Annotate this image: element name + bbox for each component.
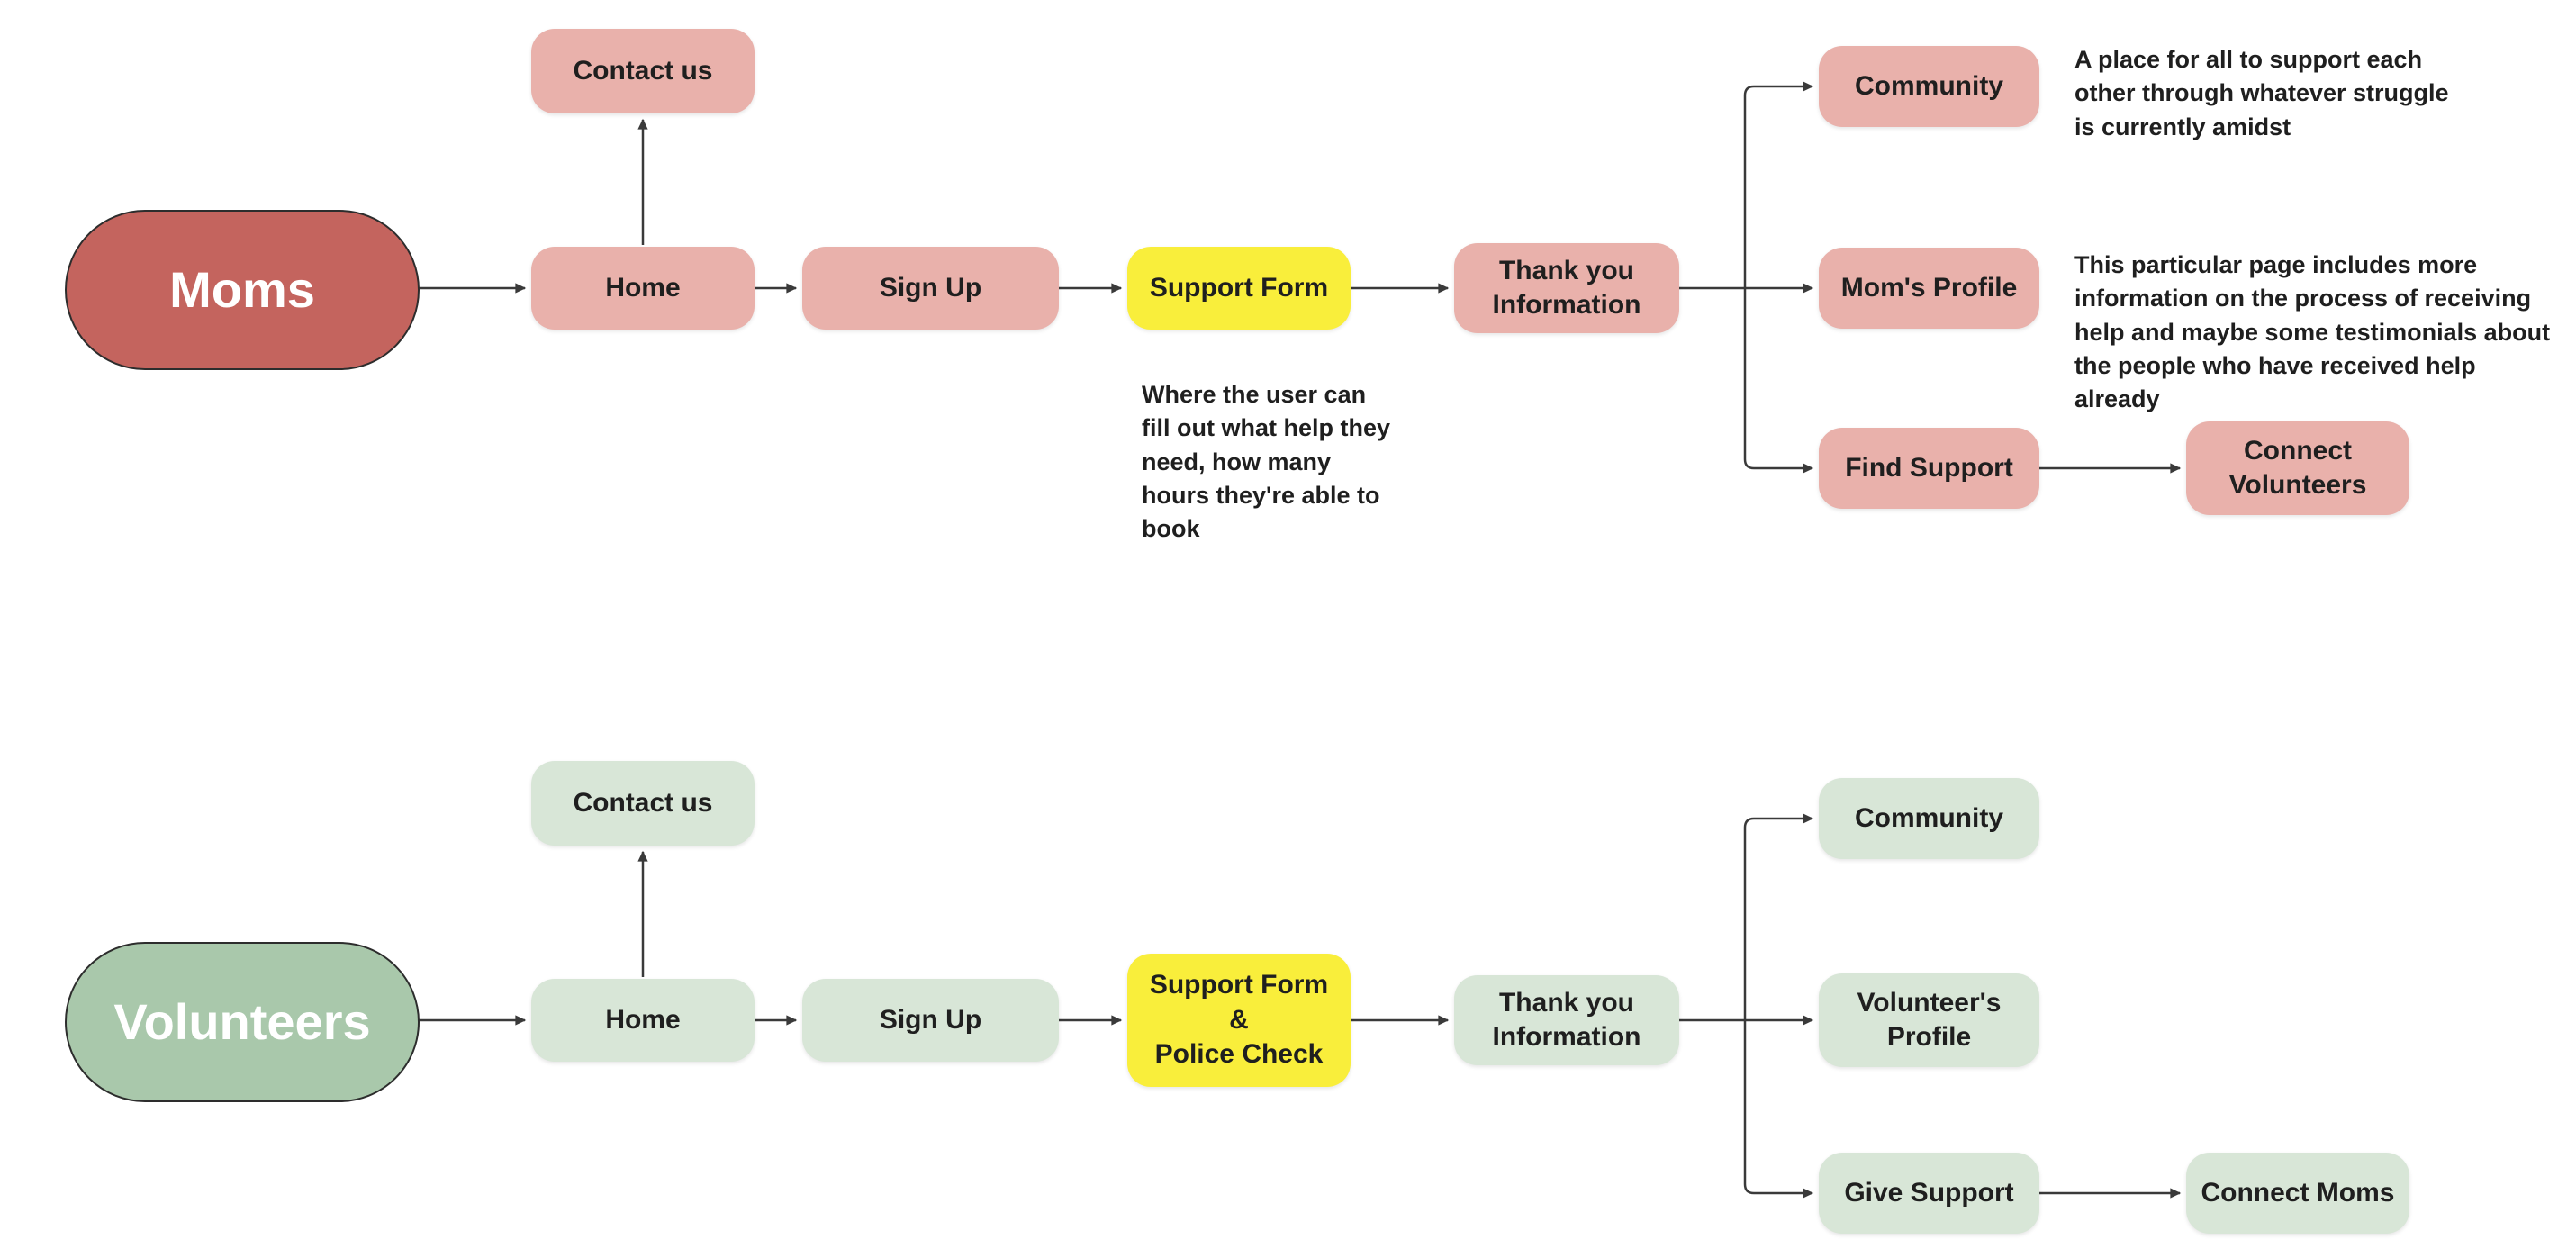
volunteers-entity-node: Volunteers xyxy=(65,942,420,1102)
volunteers-connect-moms-node: Connect Moms xyxy=(2186,1153,2409,1234)
moms-find-support-node: Find Support xyxy=(1819,428,2039,509)
volunteers-profile-node: Volunteer's Profile xyxy=(1819,973,2039,1067)
arrow-moms-branch-to-community xyxy=(1743,81,1814,288)
community-annotation: A place for all to support each other th… xyxy=(2074,46,2449,140)
volunteers-give-support-node: Give Support xyxy=(1819,1153,2039,1234)
moms-thank-you-node: Thank you Information xyxy=(1454,243,1679,333)
moms-entity-node: Moms xyxy=(65,210,420,370)
support-form-annotation: Where the user can fill out what help th… xyxy=(1142,381,1390,542)
arrow-moms-branch-to-find-support xyxy=(1743,288,1814,474)
volunteers-thank-you-node: Thank you Information xyxy=(1454,975,1679,1065)
arrow-volunteers-branch-to-community xyxy=(1743,813,1814,1020)
volunteers-home-node: Home xyxy=(531,979,755,1062)
arrow-volunteers-branch-to-give-support xyxy=(1743,1020,1814,1199)
volunteers-sign-up-node: Sign Up xyxy=(802,979,1059,1062)
moms-sign-up-node: Sign Up xyxy=(802,247,1059,330)
moms-contact-us-node: Contact us xyxy=(531,29,755,113)
volunteers-support-form-node: Support Form & Police Check xyxy=(1127,954,1351,1087)
volunteers-community-node: Community xyxy=(1819,778,2039,859)
moms-community-node: Community xyxy=(1819,46,2039,127)
volunteers-contact-us-node: Contact us xyxy=(531,761,755,846)
profile-annotation: This particular page includes more infor… xyxy=(2074,251,2551,412)
moms-support-form-node: Support Form xyxy=(1127,247,1351,330)
moms-profile-node: Mom's Profile xyxy=(1819,248,2039,329)
moms-connect-volunteers-node: Connect Volunteers xyxy=(2186,421,2409,515)
moms-home-node: Home xyxy=(531,247,755,330)
